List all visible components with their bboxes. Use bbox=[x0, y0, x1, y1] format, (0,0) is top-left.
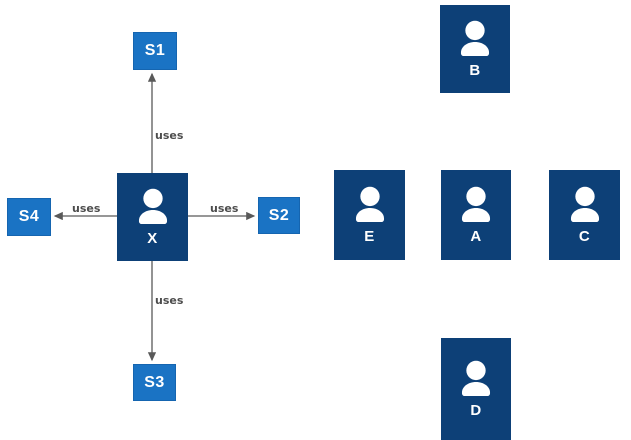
actor-node-content: E bbox=[351, 186, 389, 244]
person-icon bbox=[457, 186, 495, 222]
service-node-label: S4 bbox=[18, 208, 40, 225]
actor-node-label: D bbox=[470, 402, 482, 419]
service-node-s2[interactable]: S2 bbox=[258, 197, 300, 234]
actor-node-label: A bbox=[470, 228, 482, 245]
edge-label-x-s2: uses bbox=[210, 202, 239, 215]
actor-node-content: C bbox=[566, 186, 604, 244]
actor-node-c[interactable]: C bbox=[549, 170, 620, 260]
service-node-label: S1 bbox=[144, 42, 166, 59]
person-icon bbox=[566, 186, 604, 222]
actor-node-label: B bbox=[469, 62, 481, 79]
actor-node-x[interactable]: X bbox=[117, 173, 188, 261]
actor-node-label: X bbox=[147, 230, 158, 247]
service-node-label: S3 bbox=[144, 373, 165, 391]
actor-node-b[interactable]: B bbox=[440, 5, 510, 93]
service-node-label: S2 bbox=[268, 206, 290, 224]
actor-node-e[interactable]: E bbox=[334, 170, 405, 260]
actor-node-label: C bbox=[578, 228, 591, 245]
service-node-s1[interactable]: S1 bbox=[133, 32, 177, 70]
actor-node-content: A bbox=[457, 186, 495, 244]
edge-label-x-s1: uses bbox=[155, 129, 184, 142]
service-node-s3[interactable]: S3 bbox=[133, 364, 176, 401]
person-icon bbox=[456, 20, 494, 56]
actor-node-content: X bbox=[134, 188, 172, 246]
actor-node-d[interactable]: D bbox=[441, 338, 511, 440]
edge-label-x-s3: uses bbox=[155, 294, 184, 307]
actor-node-a[interactable]: A bbox=[441, 170, 511, 260]
person-icon bbox=[134, 188, 172, 224]
actor-node-content: B bbox=[456, 20, 494, 78]
actor-node-label: E bbox=[364, 228, 375, 245]
actor-node-content: D bbox=[457, 360, 495, 418]
service-node-s4[interactable]: S4 bbox=[7, 198, 51, 236]
person-icon bbox=[457, 360, 495, 396]
edge-label-x-s4: uses bbox=[72, 202, 101, 215]
person-icon bbox=[351, 186, 389, 222]
